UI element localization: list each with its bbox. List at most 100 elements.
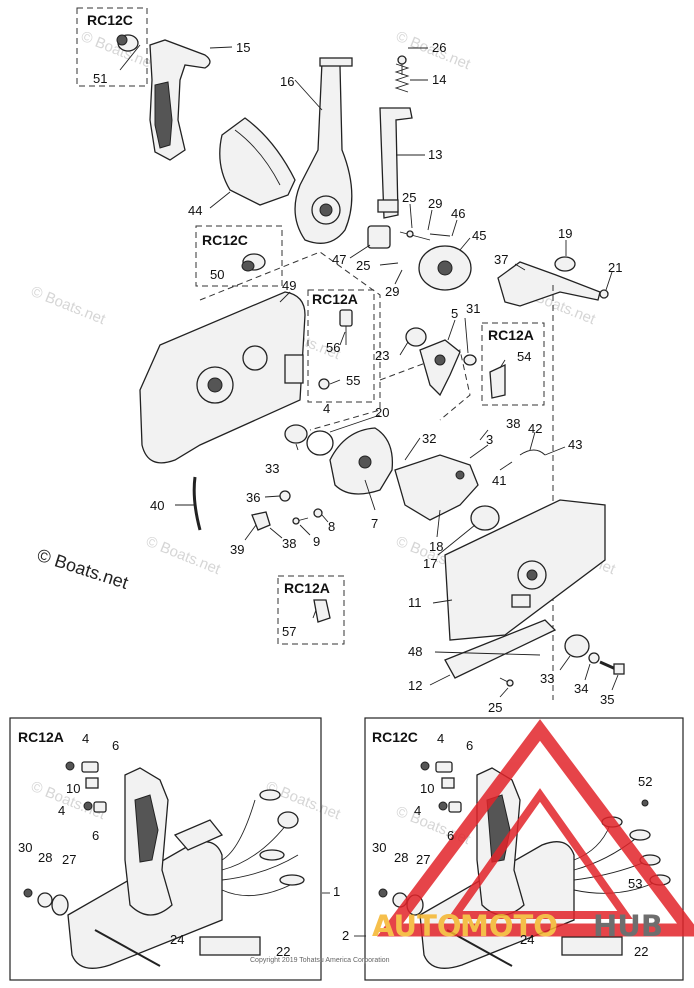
link-5 <box>419 339 461 397</box>
knob-51 <box>116 34 139 52</box>
gasket-33 <box>284 424 308 444</box>
panel-label: RC12A <box>18 729 64 745</box>
cable-40 <box>192 476 202 531</box>
callout-57: 57 <box>282 624 296 639</box>
cam-45 <box>418 245 472 291</box>
small-parts-rc12a <box>23 761 107 916</box>
brand-text-3: HUB <box>593 909 663 943</box>
brand-text-1: AUTO <box>372 909 462 943</box>
callout-32: 32 <box>422 431 436 446</box>
callout-30: 30 <box>18 840 32 855</box>
callout-38: 38 <box>506 416 520 431</box>
variant-box-rc12a-low <box>277 575 345 645</box>
brand-triangle-icon <box>377 719 694 937</box>
callout-39: 39 <box>230 542 244 557</box>
gear-7 <box>329 427 394 495</box>
callout-12: 12 <box>408 678 422 693</box>
callout-43: 43 <box>568 437 582 452</box>
mechanism-outline <box>379 349 471 421</box>
callout-23: 23 <box>375 348 389 363</box>
leader-lines <box>119 44 619 698</box>
spring-14 <box>394 63 410 93</box>
variant-label: RC12A <box>312 291 358 307</box>
bushing-33 <box>564 634 590 658</box>
callout-4: 4 <box>82 731 89 746</box>
callout-4: 4 <box>414 803 421 818</box>
variant-box-rc12a-right <box>481 322 545 406</box>
callout-8: 8 <box>328 519 335 534</box>
variant-label: RC12A <box>284 580 330 596</box>
callout-25: 25 <box>488 700 502 715</box>
callout-4: 4 <box>437 731 444 746</box>
screw-25-29 <box>399 230 451 241</box>
callout-4: 4 <box>58 803 65 818</box>
callout-6: 6 <box>112 738 119 753</box>
handle-15 <box>149 39 211 161</box>
callout-18: 18 <box>429 539 443 554</box>
callout-40: 40 <box>150 498 164 513</box>
callout-46: 46 <box>451 206 465 221</box>
screw-9 <box>292 517 309 525</box>
callout-55: 55 <box>346 373 360 388</box>
cam-17 <box>470 505 500 531</box>
panel-rc12a <box>9 717 322 981</box>
callout-41: 41 <box>492 473 506 488</box>
callout-24: 24 <box>520 932 534 947</box>
bolt-21 <box>599 289 609 299</box>
watermark: © Boats.net <box>144 533 224 579</box>
callout-21: 21 <box>608 260 622 275</box>
callout-45: 45 <box>472 228 486 243</box>
callout-25: 25 <box>356 258 370 273</box>
variant-box-rc12c-top <box>76 7 148 87</box>
callout-26: 26 <box>432 40 446 55</box>
variant-label: RC12C <box>87 12 133 28</box>
variant-box-rc12c-mid <box>195 225 283 287</box>
callout-29: 29 <box>428 196 442 211</box>
callout-9: 9 <box>313 534 320 549</box>
callout-1: 1 <box>333 884 340 899</box>
watermark: © Boats.net <box>264 778 344 824</box>
housing-49 <box>139 291 306 464</box>
callout-34: 34 <box>574 681 588 696</box>
callout-51: 51 <box>93 71 107 86</box>
callout-4: 4 <box>323 401 330 416</box>
bushing-50 <box>241 253 266 272</box>
bracket-57 <box>313 599 331 623</box>
callout-10: 10 <box>420 781 434 796</box>
panel-right-callouts: 4 6 10 4 6 52 30 28 27 53 24 22 2 <box>342 731 652 959</box>
callout-6: 6 <box>466 738 473 753</box>
panel-rc12c <box>364 717 684 981</box>
callout-14: 14 <box>432 72 446 87</box>
lever-16 <box>294 57 353 244</box>
callout-30: 30 <box>372 840 386 855</box>
callout-22: 22 <box>634 944 648 959</box>
pin-26 <box>397 55 407 75</box>
callout-19: 19 <box>558 226 572 241</box>
lever-37 <box>497 261 601 307</box>
callout-10: 10 <box>66 781 80 796</box>
brand-text-2: MOTO <box>460 909 558 943</box>
cover-plate-11 <box>444 499 606 641</box>
callout-33: 33 <box>265 461 279 476</box>
callout-50: 50 <box>210 267 224 282</box>
link-54 <box>489 363 506 399</box>
watermark: © Boats.net <box>29 283 109 329</box>
callout-3: 3 <box>486 432 493 447</box>
brand-logo: AUTO MOTO HUB <box>372 719 694 943</box>
panel-left-callouts: 4 6 10 4 6 30 28 27 24 22 1 <box>18 731 340 959</box>
callout-27: 27 <box>416 852 430 867</box>
callout-33: 33 <box>540 671 554 686</box>
bushing-23 <box>405 327 427 347</box>
callout-31: 31 <box>466 301 480 316</box>
assembly-rc12c <box>419 767 671 969</box>
variant-box-rc12a-mid <box>307 289 375 403</box>
callout-29: 29 <box>385 284 399 299</box>
trim-12 <box>444 619 557 679</box>
spring-43 <box>519 449 546 456</box>
callout-27: 27 <box>62 852 76 867</box>
callout-36: 36 <box>246 490 260 505</box>
callout-15: 15 <box>236 40 250 55</box>
cover-44 <box>219 117 296 206</box>
clip-19 <box>554 256 576 272</box>
callout-13: 13 <box>428 147 442 162</box>
